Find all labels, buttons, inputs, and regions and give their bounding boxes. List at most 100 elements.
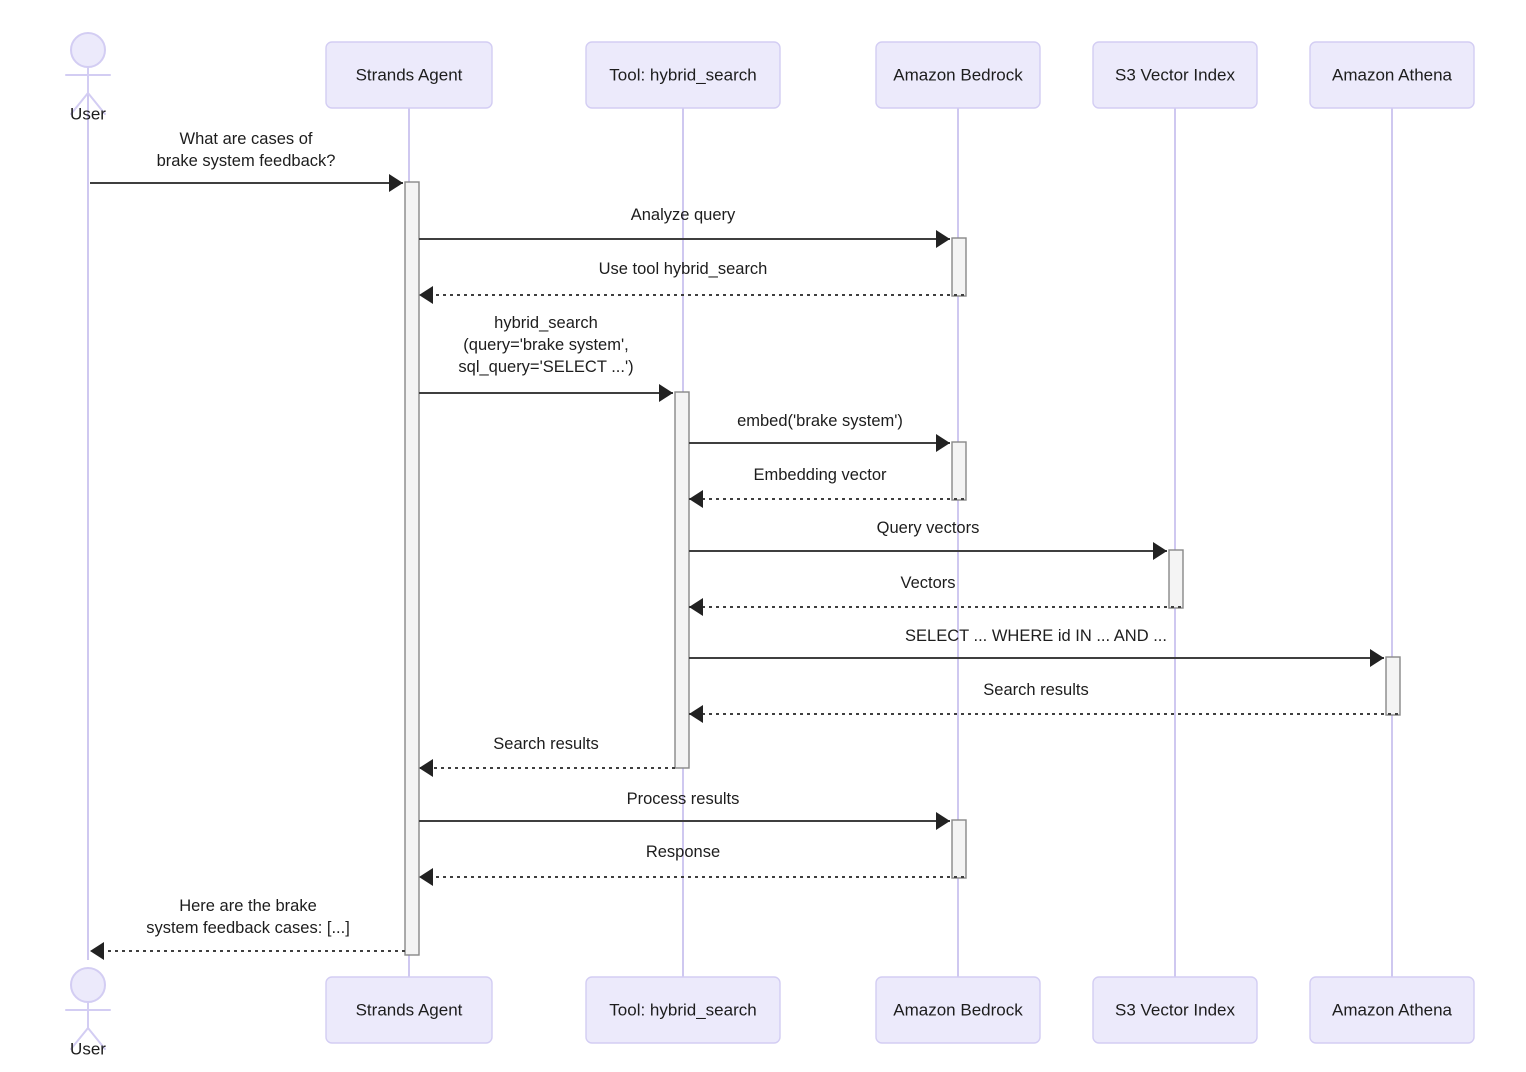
message-label-line: system feedback cases: [...] [146, 919, 350, 937]
participants-top-layer: Strands Agent Tool: hybrid_search Amazon B… [325, 41, 1475, 109]
message-label-line: Process results [627, 790, 740, 808]
message-arrowhead-m6 [689, 490, 703, 508]
participant-box-athena[interactable] [1309, 41, 1475, 109]
activation-bar-agent [404, 181, 420, 956]
participant-label-agent: Strands Agent [356, 65, 463, 84]
participant-athena-bottom[interactable]: Amazon Athena [1309, 976, 1475, 1044]
message-label-m14: Here are the brake system feedback cases:… [146, 897, 350, 937]
message-label-m4: hybrid_search (query='brake system', sql_q… [458, 314, 633, 376]
message-arrowhead-m5 [936, 434, 950, 452]
message-m12: Process results [419, 790, 950, 830]
actor-leg-left [70, 92, 89, 115]
message-label-line: Search results [493, 735, 598, 753]
message-arrowhead-m13 [419, 868, 433, 886]
participant-agent-top[interactable]: Strands Agent [325, 41, 493, 109]
message-label-line: What are cases of [180, 130, 313, 148]
message-label-m10: Search results [983, 681, 1088, 699]
message-m2: Analyze query [419, 206, 950, 248]
participant-label-tool: Tool: hybrid_search [609, 1000, 756, 1019]
message-arrowhead-m4 [659, 384, 673, 402]
participant-agent-bottom[interactable]: Strands Agent [325, 976, 493, 1044]
participant-box-tool[interactable] [585, 41, 781, 109]
participant-label-s3: S3 Vector Index [1115, 65, 1236, 84]
message-m5: embed('brake system') [689, 412, 950, 452]
message-label-m2: Analyze query [631, 206, 736, 224]
message-m4: hybrid_search (query='brake system', sql_q… [419, 314, 673, 402]
participant-athena-top[interactable]: Amazon Athena [1309, 41, 1475, 109]
actor-user-top[interactable]: User [65, 32, 111, 123]
activation-bars-layer [404, 181, 1401, 956]
message-m14: Here are the brake system feedback cases:… [90, 897, 405, 960]
message-label-line: Here are the brake [179, 897, 317, 915]
message-label-m9: SELECT ... WHERE id IN ... AND ... [905, 627, 1167, 645]
participant-label-agent: Strands Agent [356, 1000, 463, 1019]
activation-bar-tool [674, 391, 690, 769]
message-label-m8: Vectors [900, 574, 955, 592]
activation-bar-bedrock [951, 441, 967, 501]
activation-bar-athena [1385, 656, 1401, 716]
message-label-line: Embedding vector [754, 466, 887, 484]
participant-box-athena[interactable] [1309, 976, 1475, 1044]
participant-box-s3[interactable] [1092, 41, 1258, 109]
participant-label-bedrock: Amazon Bedrock [893, 65, 1023, 84]
participant-box-agent[interactable] [325, 41, 493, 109]
message-arrowhead-m12 [936, 812, 950, 830]
participant-s3-bottom[interactable]: S3 Vector Index [1092, 976, 1258, 1044]
message-label-line: Query vectors [877, 519, 980, 537]
message-m6: Embedding vector [689, 466, 964, 508]
participant-label-athena: Amazon Athena [1332, 1000, 1453, 1019]
message-m8: Vectors [689, 574, 1181, 616]
participant-tool-top[interactable]: Tool: hybrid_search [585, 41, 781, 109]
message-arrowhead-m9 [1370, 649, 1384, 667]
message-arrowhead-m2 [936, 230, 950, 248]
lifelines-layer [87, 90, 1393, 977]
message-label-m12: Process results [627, 790, 740, 808]
activation-bar-s3 [1168, 549, 1184, 609]
message-arrowhead-m3 [419, 286, 433, 304]
message-label-m13: Response [646, 843, 720, 861]
message-label-line: embed('brake system') [737, 412, 903, 430]
actor-label-user: User [70, 1039, 106, 1058]
actor-leg-right [87, 1027, 106, 1050]
message-m3: Use tool hybrid_search [419, 260, 964, 304]
message-label-m5: embed('brake system') [737, 412, 903, 430]
actor-leg-left [70, 1027, 89, 1050]
message-label-line: Search results [983, 681, 1088, 699]
participant-box-agent[interactable] [325, 976, 493, 1044]
message-m13: Response [419, 843, 964, 886]
participant-s3-top[interactable]: S3 Vector Index [1092, 41, 1258, 109]
participant-box-s3[interactable] [1092, 976, 1258, 1044]
participant-label-athena: Amazon Athena [1332, 65, 1453, 84]
message-label-line: Vectors [900, 574, 955, 592]
activation-bar-bedrock [951, 237, 967, 297]
participant-tool-bottom[interactable]: Tool: hybrid_search [585, 976, 781, 1044]
message-arrowhead-m1 [389, 174, 403, 192]
message-label-m11: Search results [493, 735, 598, 753]
participant-box-bedrock[interactable] [875, 976, 1041, 1044]
message-m7: Query vectors [689, 519, 1167, 560]
participant-bedrock-top[interactable]: Amazon Bedrock [875, 41, 1041, 109]
actor-user-bottom[interactable]: User [65, 967, 111, 1058]
message-label-m7: Query vectors [877, 519, 980, 537]
message-label-line: hybrid_search [494, 314, 598, 332]
message-m9: SELECT ... WHERE id IN ... AND ... [689, 627, 1384, 667]
message-m11: Search results [419, 735, 675, 777]
participant-label-s3: S3 Vector Index [1115, 1000, 1236, 1019]
message-label-line: (query='brake system', [463, 336, 628, 354]
message-label-line: Response [646, 843, 720, 861]
actor-head-icon [70, 967, 106, 1003]
participant-box-tool[interactable] [585, 976, 781, 1044]
message-label-line: SELECT ... WHERE id IN ... AND ... [905, 627, 1167, 645]
message-arrowhead-m14 [90, 942, 104, 960]
participant-bedrock-bottom[interactable]: Amazon Bedrock [875, 976, 1041, 1044]
participants-bottom-layer: Strands Agent Tool: hybrid_search Amazon B… [325, 976, 1475, 1044]
participant-box-bedrock[interactable] [875, 41, 1041, 109]
message-label-line: sql_query='SELECT ...') [458, 358, 633, 376]
activation-bar-bedrock [951, 819, 967, 879]
actor-leg-right [87, 92, 106, 115]
message-label-line: Analyze query [631, 206, 736, 224]
